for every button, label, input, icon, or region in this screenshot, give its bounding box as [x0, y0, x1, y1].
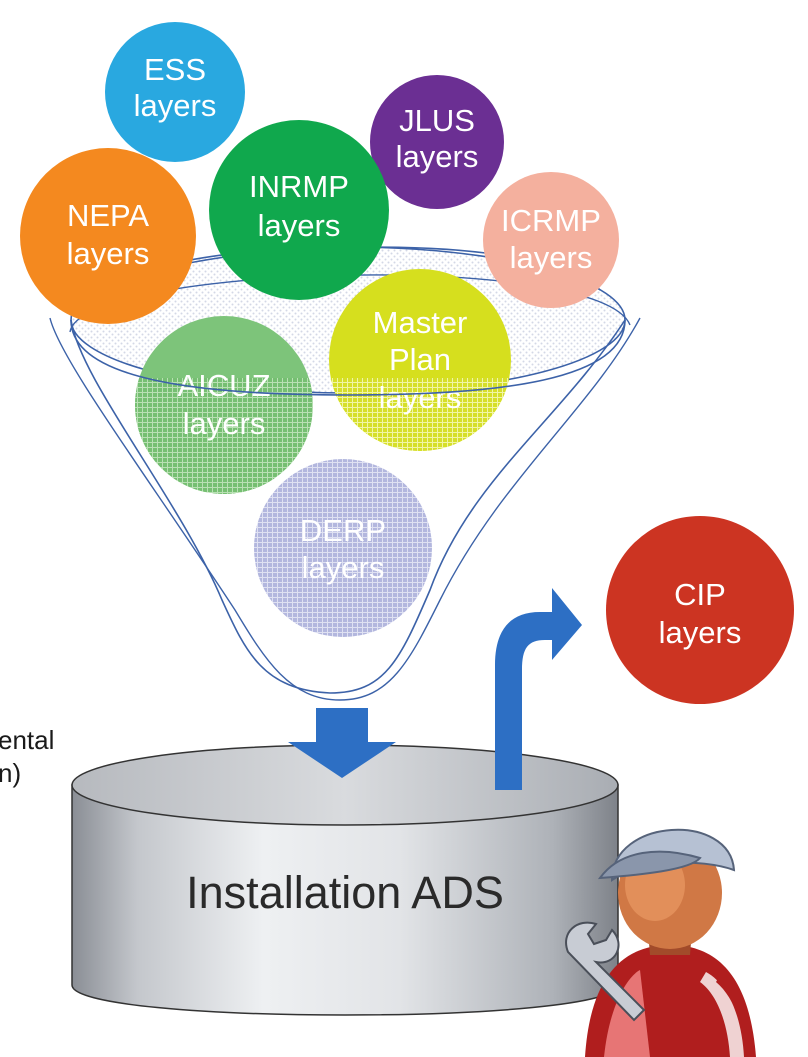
master-plan-label-3: layers — [379, 380, 462, 415]
layer-circle-derp: DERP layers — [254, 459, 432, 637]
funnel-body — [70, 319, 626, 694]
layer-circle-aicuz: AICUZ layers — [135, 316, 313, 494]
layer-circle-inrmp: INRMP layers — [209, 120, 389, 300]
layer-circle-master-plan: Master Plan layers — [329, 269, 511, 451]
aicuz-label-2: layers — [183, 406, 266, 441]
database-label: Installation ADS — [186, 867, 504, 918]
aicuz-label-1: AICUZ — [178, 368, 271, 403]
cip-label-2: layers — [659, 615, 742, 650]
side-caption-line-1: ental — [0, 725, 54, 755]
master-plan-label-2: Plan — [389, 342, 451, 377]
down-arrow — [288, 708, 396, 778]
ess-label-2: layers — [134, 88, 217, 123]
funnel-rim-front — [70, 319, 626, 396]
installation-ads-database: Installation ADS — [71, 744, 619, 1016]
inrmp-label-1: INRMP — [249, 169, 349, 204]
side-caption-line-2: n) — [0, 758, 21, 788]
layer-circle-ess: ESS layers — [105, 22, 245, 162]
technician-with-wrench-icon — [565, 819, 756, 1057]
layer-circle-cip: CIP layers — [606, 516, 794, 704]
jlus-label-1: JLUS — [399, 103, 475, 138]
master-plan-label-1: Master — [373, 305, 468, 340]
inrmp-label-2: layers — [258, 208, 341, 243]
funnel-left-edge — [49, 317, 341, 701]
layer-circle-icrmp: ICRMP layers — [483, 172, 619, 308]
bent-arrow-to-cip — [495, 588, 582, 790]
nepa-label-2: layers — [67, 236, 150, 271]
icrmp-label-1: ICRMP — [501, 203, 601, 238]
layer-circle-jlus: JLUS layers — [370, 75, 504, 209]
derp-label-1: DERP — [300, 513, 386, 548]
icrmp-label-2: layers — [510, 240, 593, 275]
funnel-right-edge — [339, 317, 641, 701]
nepa-label-1: NEPA — [67, 198, 149, 233]
cip-label-1: CIP — [674, 577, 726, 612]
derp-label-2: layers — [302, 550, 385, 585]
jlus-label-2: layers — [396, 139, 479, 174]
ess-label-1: ESS — [144, 52, 206, 87]
layer-circle-nepa: NEPA layers — [20, 148, 196, 324]
